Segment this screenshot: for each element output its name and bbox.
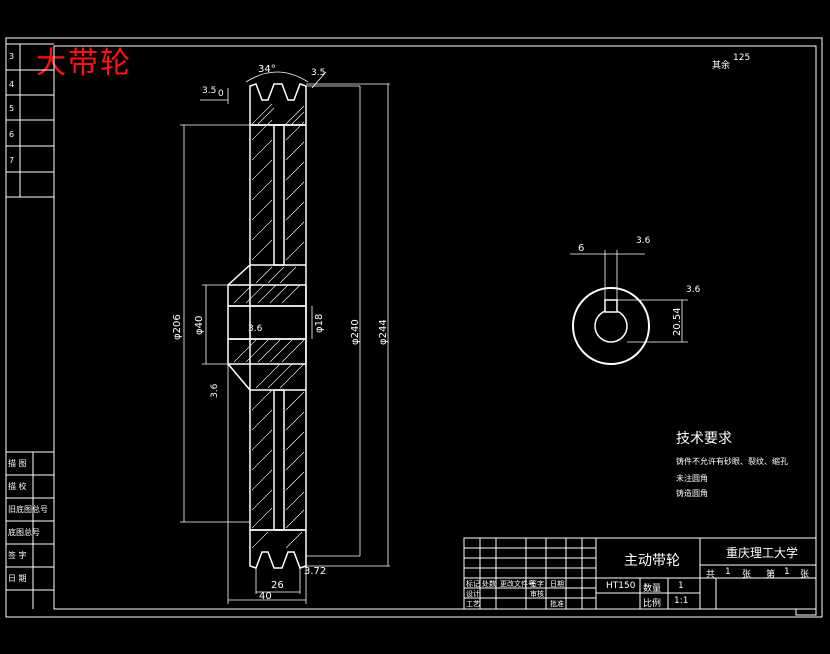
key-roughness: 3.6 [636,236,651,246]
side-top-label-4: 6 [9,130,15,139]
sheet-cell-4: 第 [766,570,776,580]
side-top-label-2: 4 [9,80,15,89]
tech-line-3: 铸造圆角 [676,489,708,498]
tb-label-4: 签字 [530,580,544,588]
dim-3-72: 3.72 [304,566,327,577]
dimension-lines [180,71,390,604]
side-top-label-3: 5 [9,104,15,113]
tech-requirements-heading: 技术要求 [676,431,732,447]
dim-d18: φ18 [314,313,325,333]
side-label-6: 日 期 [8,574,27,583]
tech-line-2: 未注圆角 [676,474,708,483]
side-top-label-5: 7 [9,156,15,165]
title-block-lines [463,537,817,616]
roughness-top-left-sub: 0 [218,89,224,99]
tb-label-3: 更改文件号 [500,580,535,588]
cross-section-view [570,250,688,365]
section-hatching [233,103,305,549]
inner-frame [53,45,817,610]
roughness-top-right: 3.5 [311,68,326,78]
sheet-cell-2: 1 [725,567,731,577]
roughness-bore: 3.6 [248,324,263,334]
roughness-top-left: 3.5 [202,86,217,96]
drawing-title: 大带轮 [36,46,132,81]
side-label-3: 旧底图总号 [8,505,48,514]
dim-d206: φ206 [172,314,183,340]
count-value: 1 [678,581,684,591]
dim-d240: φ240 [350,319,361,345]
groove-angle-dim: 34° [258,64,276,75]
school-name: 重庆理工大学 [726,546,799,560]
sheet-cell-3: 张 [742,570,752,580]
part-name: 主动带轮 [624,553,680,569]
sheet-cell-6: 张 [800,570,810,580]
general-roughness-label: 其余 [712,61,731,71]
tb-label-5: 日期 [550,580,564,588]
dim-width-40: 40 [259,591,272,602]
side-label-2: 描 校 [8,482,27,491]
tb-approve-label: 批准 [550,600,564,608]
section-roughness: 3.6 [686,285,701,295]
key-width-dim: 6 [578,243,585,254]
sheet-cell-5: 1 [784,567,790,577]
tb-review-label: 审核 [530,590,544,598]
tb-label-1: 标记 [466,580,480,588]
scale-label: 比例 [643,599,662,609]
tech-line-1: 铸件不允许有砂眼、裂纹、缩孔 [676,457,788,466]
dim-20-54: 20.54 [672,307,683,336]
side-label-1: 描 图 [8,459,27,468]
roughness-hub: 3.6 [210,383,220,398]
dim-d244: φ244 [378,319,389,345]
sheet-cell-1: 共 [706,570,716,580]
side-label-5: 签 字 [8,551,27,560]
side-top-label-1: 3 [9,52,15,61]
count-label: 数量 [643,584,662,594]
dim-width-26: 26 [271,580,284,591]
tb-design-label: 设计 [466,590,480,598]
tb-process-label: 工艺 [466,600,480,608]
tb-label-2: 处数 [482,580,496,588]
pulley-section [227,83,307,569]
side-label-4: 底图总号 [8,528,40,537]
dim-d40: φ40 [194,315,205,335]
material-value: HT150 [606,581,636,591]
general-roughness-value: 125 [733,53,751,63]
outer-frame [5,37,823,618]
scale-value: 1:1 [674,596,689,606]
